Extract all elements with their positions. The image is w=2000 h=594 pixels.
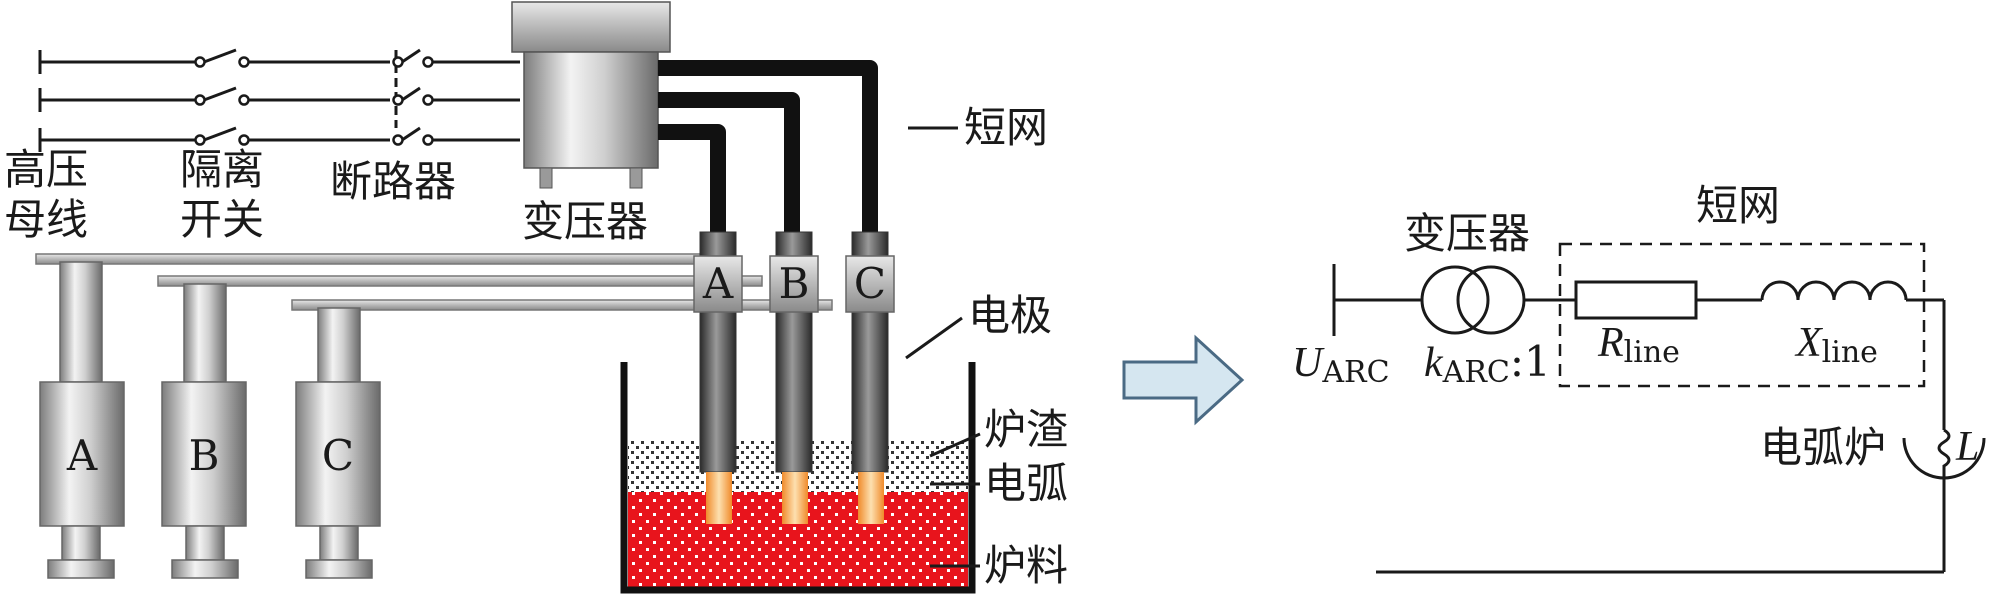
phase-column-a	[39, 261, 125, 579]
resistance-label: Rline	[1597, 320, 1680, 370]
circuit-short-net-label: 短网	[1696, 181, 1780, 230]
transformer-unit	[511, 1, 671, 189]
slag-label: 炉渣	[984, 405, 1068, 454]
breaker-label: 断路器	[330, 157, 456, 206]
voltage-label: UARC	[1292, 340, 1390, 390]
furnace-symbol	[1902, 428, 1986, 480]
transition-arrow	[1122, 334, 1245, 426]
short-net-cables	[658, 60, 878, 232]
short-net-boundary	[1558, 242, 1926, 388]
column-label-b: B	[189, 431, 220, 480]
reactance-label: Xline	[1794, 320, 1878, 370]
electrode-clamps	[693, 255, 895, 313]
electrode-arms	[35, 253, 833, 311]
label-leaders	[905, 316, 981, 568]
clamp-label-a: A	[702, 259, 734, 308]
clamp-label-c: C	[854, 259, 886, 308]
isolator-label-line2: 开关	[180, 195, 264, 244]
bus-label-line1: 高压	[4, 145, 88, 194]
electrode-b	[775, 231, 813, 524]
short-net-label: 短网	[964, 103, 1048, 152]
circuit-transformer-label: 变压器	[1404, 209, 1530, 258]
clamp-label-b: B	[779, 259, 810, 308]
inductor-symbol	[1760, 280, 1908, 301]
column-label-a: A	[66, 431, 98, 480]
circuit-wires	[1332, 264, 1946, 574]
charge-label: 炉料	[984, 541, 1068, 590]
resistor-symbol	[1574, 280, 1698, 320]
transformer-label: 变压器	[522, 197, 648, 246]
isolator-label-line1: 隔离	[180, 145, 264, 194]
arc-label: 电弧	[984, 459, 1068, 508]
furnace-label: 电弧炉	[1760, 423, 1886, 472]
column-label-c: C	[322, 431, 354, 480]
phase-column-c	[295, 307, 381, 579]
inductance-label: L	[1955, 424, 1979, 470]
transformer-symbol	[1420, 265, 1526, 335]
electrode-c	[851, 231, 889, 524]
bus-lines	[38, 48, 520, 152]
phase-column-b	[161, 283, 247, 579]
electrode-label: 电极	[968, 291, 1052, 340]
switch-contacts	[194, 56, 434, 146]
ratio-label: kARC:1	[1424, 337, 1551, 390]
bus-label-line2: 母线	[4, 195, 88, 244]
